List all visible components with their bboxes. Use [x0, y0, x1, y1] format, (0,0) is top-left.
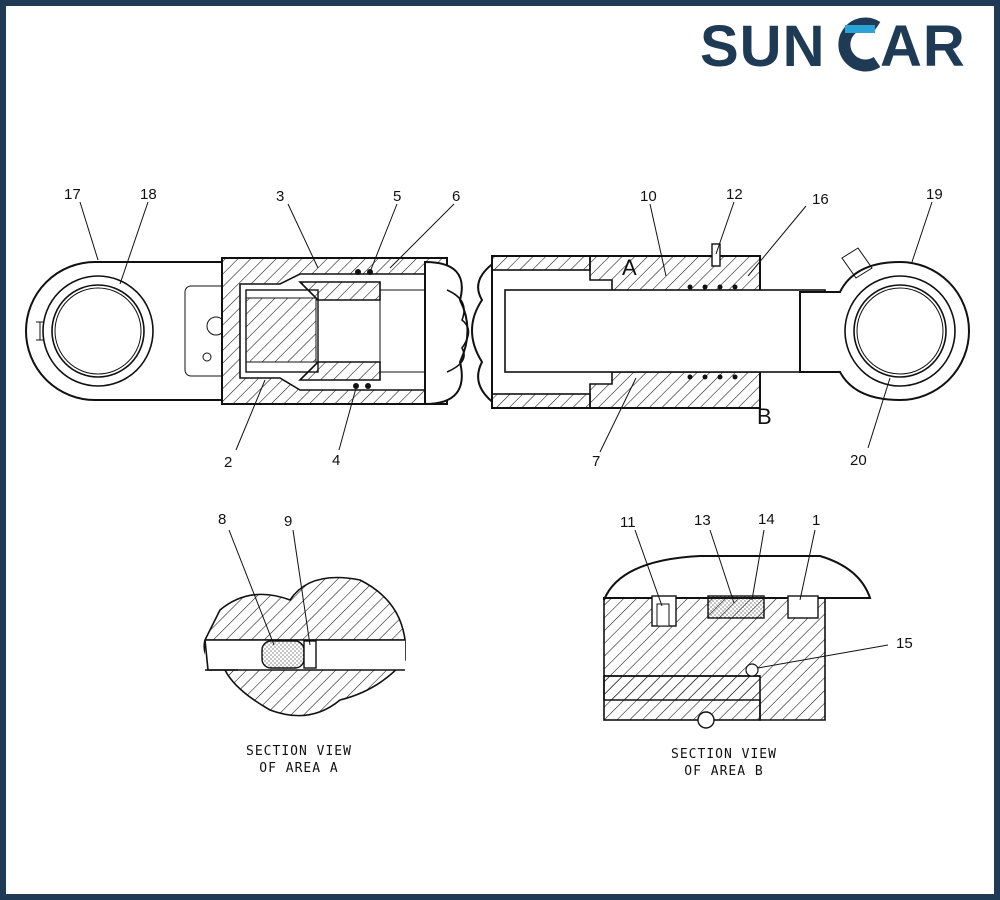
callout-4: 4	[332, 452, 340, 469]
callout-15: 15	[896, 635, 913, 652]
caption-a-line2: OF AREA A	[259, 761, 338, 776]
right-rod-eye	[799, 247, 970, 402]
logo-text-right: AR	[880, 14, 966, 79]
callout-19: 19	[926, 186, 943, 203]
captions: SECTION VIEW OF AREA A SECTION VIEW OF A…	[246, 744, 777, 779]
section-view-b	[603, 555, 872, 729]
threaded-rod-end	[245, 297, 317, 363]
callout-1: 1	[812, 512, 820, 529]
callout-3: 3	[276, 188, 284, 205]
callout-8: 8	[218, 511, 226, 528]
callout-20: 20	[850, 452, 867, 469]
rod-guide-section: A B	[491, 243, 826, 429]
callout-13: 13	[694, 512, 711, 529]
leader-lines	[79, 201, 933, 669]
caption-a-line1: SECTION VIEW	[246, 744, 352, 759]
callout-16: 16	[812, 191, 829, 208]
caption-b-line1: SECTION VIEW	[671, 747, 777, 762]
callout-9: 9	[284, 513, 292, 530]
head-section	[221, 257, 469, 406]
callout-11: 11	[620, 514, 636, 531]
left-rod-eye	[25, 261, 231, 401]
callout-labels: 17 18 3 5 6 10 12 16 19 2 4 7 20 8 9 11 …	[64, 186, 943, 652]
logo-c-mark	[838, 17, 881, 72]
callout-7: 7	[592, 453, 600, 470]
callout-18: 18	[140, 186, 157, 203]
logo-text-left: SUN	[700, 14, 825, 79]
callout-6: 6	[452, 188, 460, 205]
callout-17: 17	[64, 186, 81, 203]
callout-14: 14	[758, 511, 775, 528]
area-a-marker: A	[622, 255, 637, 280]
callout-10: 10	[640, 188, 657, 205]
suncar-logo: SUN AR	[700, 14, 966, 79]
caption-b-line2: OF AREA B	[684, 764, 763, 779]
callout-2: 2	[224, 454, 232, 471]
callout-12: 12	[726, 186, 743, 203]
callout-5: 5	[393, 188, 401, 205]
section-view-a	[203, 576, 406, 717]
break-section	[446, 260, 496, 407]
area-b-marker: B	[757, 404, 772, 429]
